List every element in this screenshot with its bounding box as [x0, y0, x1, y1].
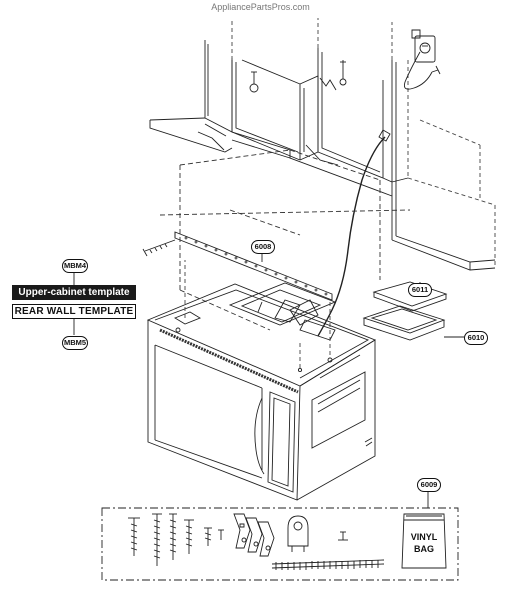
filter-cover — [364, 282, 446, 340]
upper-cabinet-template-label: Upper-cabinet template — [12, 285, 136, 300]
part-label-mbm4: MBM4 — [62, 259, 88, 273]
mounting-plate — [143, 232, 332, 300]
upper-cabinets — [150, 18, 495, 270]
bag-text: BAG — [414, 544, 434, 554]
power-cord — [318, 137, 385, 336]
part-label-6011: 6011 — [408, 283, 432, 297]
part-label-mbm5: MBM5 — [62, 336, 88, 350]
vinyl-bag — [402, 514, 446, 568]
hardware-kit-box — [102, 508, 458, 580]
rear-wall-template-label: REAR WALL TEMPLATE — [12, 304, 136, 319]
watermark: AppliancePartsPros.com — [211, 2, 310, 12]
wall-outlet — [404, 30, 440, 89]
part-label-6010: 6010 — [464, 331, 488, 345]
microwave-oven — [148, 260, 375, 500]
vinyl-text: VINYL — [411, 532, 438, 542]
mounting-region — [160, 150, 410, 330]
part-label-6009: 6009 — [417, 478, 441, 492]
hardware-items — [128, 514, 384, 570]
part-label-6008: 6008 — [251, 240, 275, 254]
